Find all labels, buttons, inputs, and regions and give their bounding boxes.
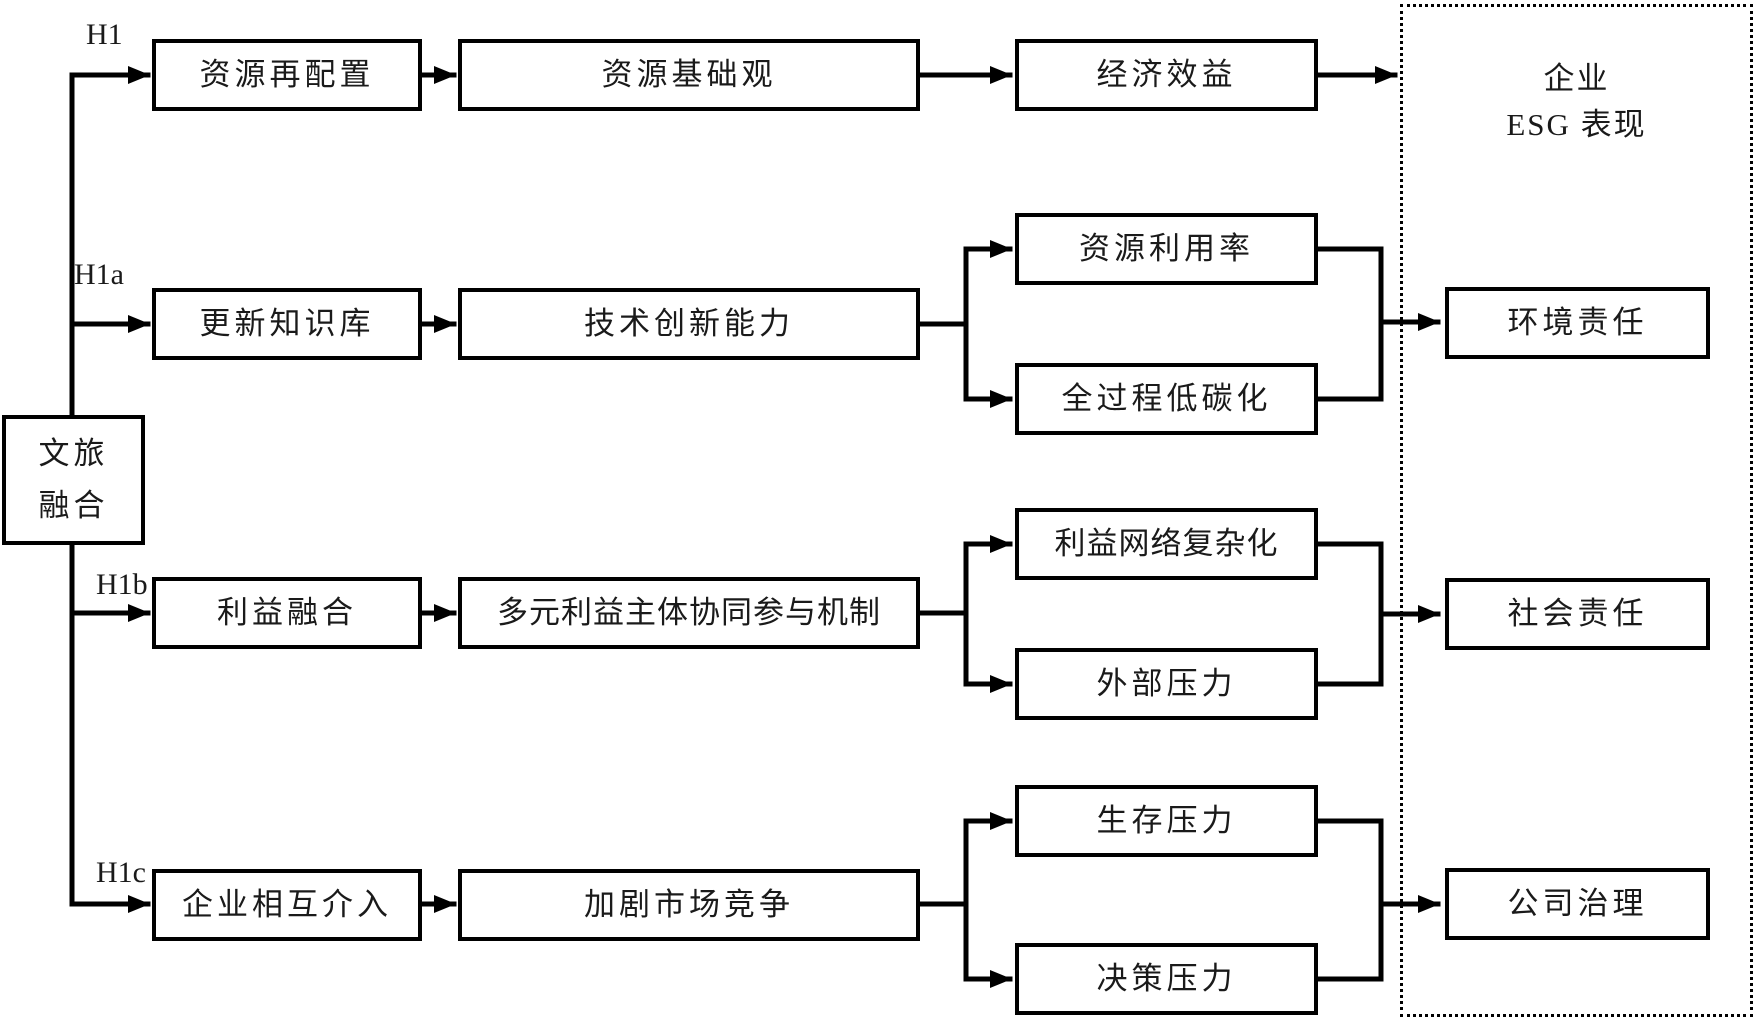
node-environmental-responsibility: 环境责任 [1445,287,1710,359]
esg-title-line2: ESG 表现 [1506,107,1647,142]
node-mutual-firm-entry: 企业相互介入 [152,869,422,941]
node-intensified-market-competition: 加剧市场竞争 [458,869,920,941]
node-resource-reallocation: 资源再配置 [152,39,422,111]
node-resource-based-view: 资源基础观 [458,39,920,111]
label-h1a: H1a [74,258,124,291]
node-corporate-governance: 公司治理 [1445,868,1710,940]
node-social-responsibility: 社会责任 [1445,578,1710,650]
node-economic-benefit: 经济效益 [1015,39,1318,111]
node-survival-pressure: 生存压力 [1015,785,1318,857]
node-external-pressure: 外部压力 [1015,648,1318,720]
source-node-culture-tourism-integration: 文旅 融合 [2,415,145,545]
node-interest-network-complexity: 利益网络复杂化 [1015,508,1318,580]
source-line1: 文旅 [38,436,109,471]
node-tech-innovation-capability: 技术创新能力 [458,288,920,360]
node-interest-integration: 利益融合 [152,577,422,649]
label-h1b: H1b [96,568,148,601]
esg-performance-title: 企业 ESG 表现 [1402,56,1751,148]
node-whole-process-low-carbon: 全过程低碳化 [1015,363,1318,435]
source-line2: 融合 [38,488,109,523]
node-multi-stakeholder-mechanism: 多元利益主体协同参与机制 [458,577,920,649]
label-h1: H1 [86,18,123,51]
source-node-text: 文旅 融合 [39,428,109,532]
label-h1c: H1c [96,856,146,889]
node-decision-pressure: 决策压力 [1015,943,1318,1015]
node-resource-utilization-rate: 资源利用率 [1015,213,1318,285]
node-update-knowledge-base: 更新知识库 [152,288,422,360]
esg-outcome-container [1400,4,1753,1017]
esg-title-line1: 企业 [1543,61,1610,96]
